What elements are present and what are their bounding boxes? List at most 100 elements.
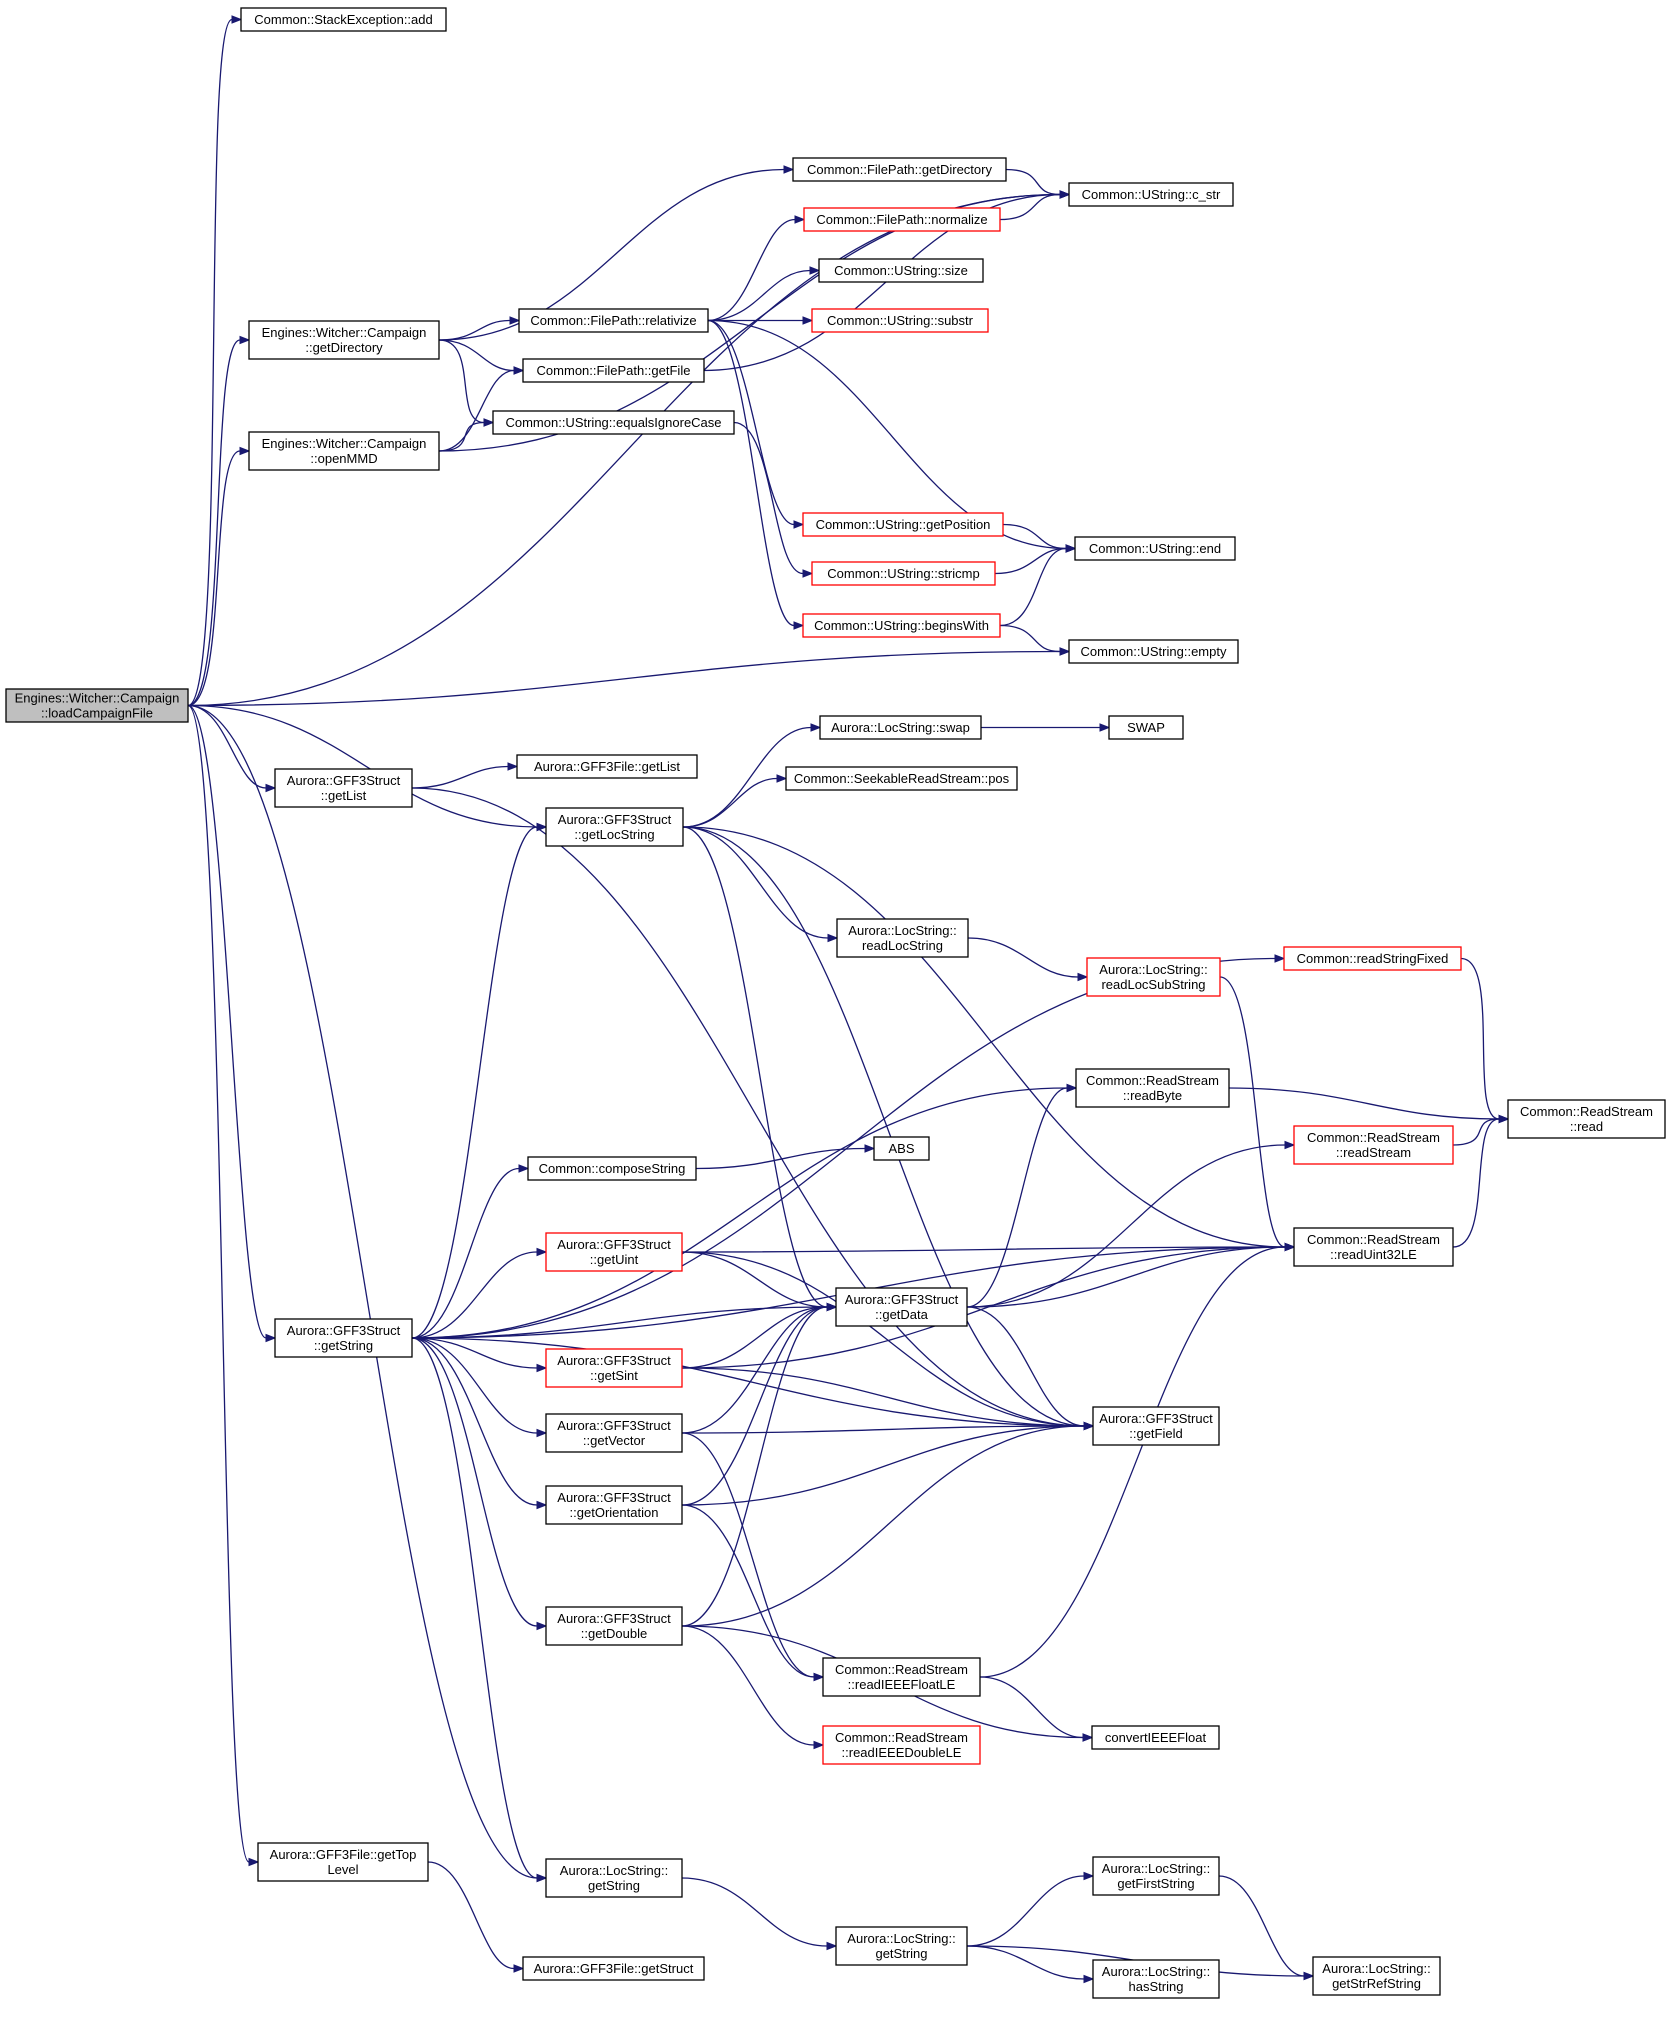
node-ls-readlocstring[interactable]: Aurora::LocString::readLocString: [836, 918, 969, 958]
node-rs-fixed[interactable]: Common::readStringFixed: [1283, 946, 1462, 971]
node-box[interactable]: [1312, 1956, 1441, 1996]
node-box[interactable]: [822, 1725, 981, 1765]
node-gff-getstruct[interactable]: Aurora::GFF3File::getStruct: [522, 1956, 705, 1981]
node-box[interactable]: [240, 7, 447, 32]
node-gs-getdata[interactable]: Aurora::GFF3Struct::getData: [835, 1287, 968, 1327]
node-fp-getfile[interactable]: Common::FilePath::getFile: [522, 358, 705, 383]
node-fp-normalize[interactable]: Common::FilePath::normalize: [803, 207, 1001, 232]
node-ls-getstring1[interactable]: Aurora::LocString::getString: [545, 1858, 683, 1898]
node-box[interactable]: [545, 1232, 683, 1272]
node-box[interactable]: [492, 410, 735, 435]
node-box[interactable]: [522, 358, 705, 383]
node-srs-pos[interactable]: Common::SeekableReadStream::pos: [785, 766, 1018, 791]
node-us-getpos[interactable]: Common::UString::getPosition: [802, 512, 1004, 537]
node-box[interactable]: [835, 1926, 968, 1966]
node-us-size[interactable]: Common::UString::size: [818, 258, 984, 283]
node-box[interactable]: [545, 1413, 683, 1453]
node-box[interactable]: [1293, 1227, 1454, 1267]
node-box[interactable]: [545, 1348, 683, 1388]
node-box[interactable]: [1086, 957, 1221, 997]
node-box[interactable]: [257, 1842, 429, 1882]
node-box[interactable]: [1068, 182, 1234, 207]
node-box[interactable]: [516, 754, 698, 779]
node-abs[interactable]: ABS: [873, 1136, 930, 1161]
node-cstr[interactable]: Common::UString::c_str: [1068, 182, 1234, 207]
node-box[interactable]: [819, 715, 982, 740]
node-box[interactable]: [1068, 639, 1239, 664]
node-box[interactable]: [1074, 536, 1236, 561]
node-box[interactable]: [803, 207, 1001, 232]
node-box[interactable]: [248, 431, 440, 471]
node-gs-getstring[interactable]: Aurora::GFF3Struct::getString: [274, 1318, 413, 1358]
node-box[interactable]: [1293, 1125, 1454, 1165]
node-box[interactable]: [545, 1858, 683, 1898]
node-box[interactable]: [811, 308, 989, 333]
node-rs-readdouble[interactable]: Common::ReadStream::readIEEEDoubleLE: [822, 1725, 981, 1765]
node-box[interactable]: [1092, 1406, 1220, 1446]
node-ls-getfirst[interactable]: Aurora::LocString::getFirstString: [1092, 1856, 1220, 1896]
node-gs-getuint[interactable]: Aurora::GFF3Struct::getUint: [545, 1232, 683, 1272]
node-us-end[interactable]: Common::UString::end: [1074, 536, 1236, 561]
node-ls-getstring2[interactable]: Aurora::LocString::getString: [835, 1926, 968, 1966]
node-box[interactable]: [802, 512, 1004, 537]
node-box[interactable]: [873, 1136, 930, 1161]
node-camp-openmmd[interactable]: Engines::Witcher::Campaign::openMMD: [248, 431, 440, 471]
node-box[interactable]: [545, 807, 684, 847]
node-gff-getlist-file[interactable]: Aurora::GFF3File::getList: [516, 754, 698, 779]
node-us-beginswith[interactable]: Common::UString::beginsWith: [802, 613, 1001, 638]
node-us-substr[interactable]: Common::UString::substr: [811, 308, 989, 333]
node-stackexc-add[interactable]: Common::StackException::add: [240, 7, 447, 32]
node-box[interactable]: [274, 768, 413, 808]
node-gs-getlist[interactable]: Aurora::GFF3Struct::getList: [274, 768, 413, 808]
node-box[interactable]: [835, 1287, 968, 1327]
node-box[interactable]: [545, 1606, 683, 1646]
node-box[interactable]: [522, 1956, 705, 1981]
node-root[interactable]: Engines::Witcher::Campaign::loadCampaign…: [5, 688, 189, 723]
node-box[interactable]: [248, 320, 440, 360]
node-box[interactable]: [811, 561, 996, 586]
node-rs-readbyte[interactable]: Common::ReadStream::readByte: [1075, 1068, 1230, 1108]
node-box[interactable]: [518, 308, 709, 333]
node-box[interactable]: [1108, 715, 1184, 740]
node-box[interactable]: [785, 766, 1018, 791]
node-gs-getsint[interactable]: Aurora::GFF3Struct::getSint: [545, 1348, 683, 1388]
node-ls-swap[interactable]: Aurora::LocString::swap: [819, 715, 982, 740]
node-ls-readlocsub[interactable]: Aurora::LocString::readLocSubString: [1086, 957, 1221, 997]
node-box[interactable]: [1091, 1725, 1220, 1750]
node-rs-read[interactable]: Common::ReadStream::read: [1507, 1099, 1666, 1139]
node-box[interactable]: [545, 1485, 683, 1525]
node-box[interactable]: [1075, 1068, 1230, 1108]
node-gs-getdouble[interactable]: Aurora::GFF3Struct::getDouble: [545, 1606, 683, 1646]
node-rs-readstream[interactable]: Common::ReadStream::readStream: [1293, 1125, 1454, 1165]
node-box[interactable]: [5, 688, 189, 723]
node-box[interactable]: [1092, 1959, 1220, 1999]
node-us-eqic[interactable]: Common::UString::equalsIgnoreCase: [492, 410, 735, 435]
node-camp-getdir[interactable]: Engines::Witcher::Campaign::getDirectory: [248, 320, 440, 360]
node-rs-readuint32[interactable]: Common::ReadStream::readUint32LE: [1293, 1227, 1454, 1267]
node-ls-hasstring[interactable]: Aurora::LocString::hasString: [1092, 1959, 1220, 1999]
node-convfloat[interactable]: convertIEEEFloat: [1091, 1725, 1220, 1750]
node-box[interactable]: [802, 613, 1001, 638]
node-rs-readfloat[interactable]: Common::ReadStream::readIEEEFloatLE: [822, 1657, 981, 1697]
node-box[interactable]: [792, 157, 1007, 182]
node-swap[interactable]: SWAP: [1108, 715, 1184, 740]
node-box[interactable]: [527, 1156, 697, 1181]
node-gs-getlocstring[interactable]: Aurora::GFF3Struct::getLocString: [545, 807, 684, 847]
node-gs-getvector[interactable]: Aurora::GFF3Struct::getVector: [545, 1413, 683, 1453]
node-us-empty[interactable]: Common::UString::empty: [1068, 639, 1239, 664]
node-box[interactable]: [818, 258, 984, 283]
node-fp-getdir[interactable]: Common::FilePath::getDirectory: [792, 157, 1007, 182]
node-box[interactable]: [1283, 946, 1462, 971]
node-fp-relativize[interactable]: Common::FilePath::relativize: [518, 308, 709, 333]
node-us-stricmp[interactable]: Common::UString::stricmp: [811, 561, 996, 586]
node-box[interactable]: [274, 1318, 413, 1358]
node-box[interactable]: [1507, 1099, 1666, 1139]
node-box[interactable]: [1092, 1856, 1220, 1896]
node-gs-getorient[interactable]: Aurora::GFF3Struct::getOrientation: [545, 1485, 683, 1525]
node-composestring[interactable]: Common::composeString: [527, 1156, 697, 1181]
node-box[interactable]: [836, 918, 969, 958]
node-box[interactable]: [822, 1657, 981, 1697]
node-gs-getfield[interactable]: Aurora::GFF3Struct::getField: [1092, 1406, 1220, 1446]
node-ls-getstrref[interactable]: Aurora::LocString::getStrRefString: [1312, 1956, 1441, 1996]
